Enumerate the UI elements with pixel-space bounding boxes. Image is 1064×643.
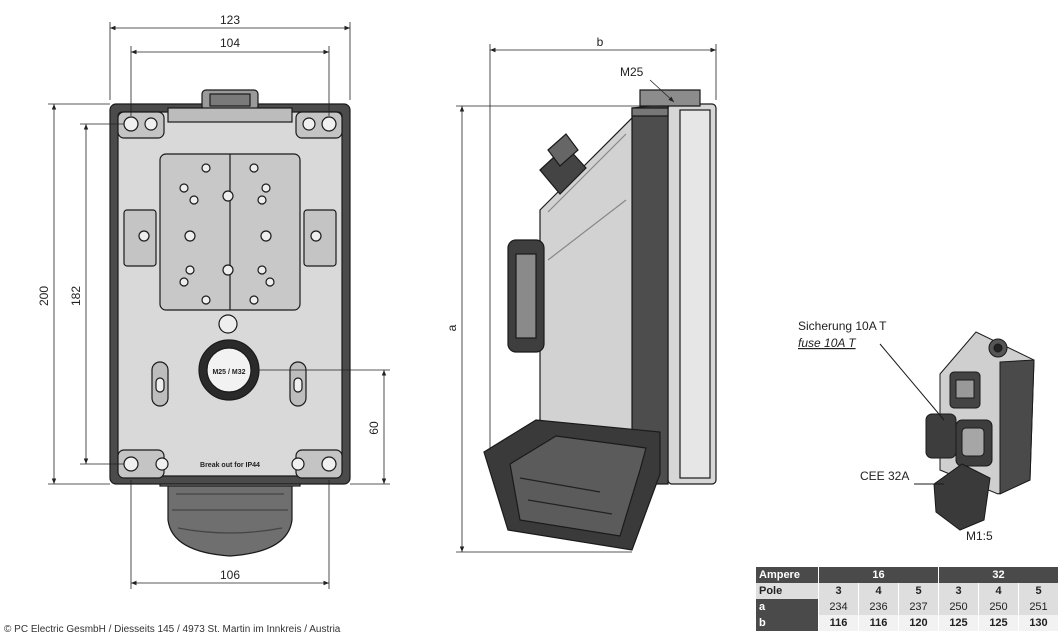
iso-view — [879, 331, 1035, 531]
spec-table: Ampere 16 32 Pole 3 4 5 3 4 5 a 234 236 … — [756, 567, 1059, 631]
front-knockout-text: Break out for IP44 — [200, 462, 260, 469]
side-dimensions — [456, 44, 717, 553]
spec-cell: 116 — [818, 615, 859, 631]
front-small-hole — [218, 314, 238, 334]
front-top-gland — [167, 89, 293, 123]
spec-cell: 125 — [978, 615, 1019, 631]
spec-cell: 5 — [898, 583, 939, 599]
spec-cell: 250 — [978, 599, 1019, 615]
spec-cell: 250 — [938, 599, 979, 615]
spec-header-label: Ampere — [756, 567, 819, 583]
front-mounting-holes — [117, 111, 343, 479]
front-cable-entry — [198, 339, 260, 401]
dim-104: 104 — [220, 36, 240, 50]
spec-cell: 3 — [938, 583, 979, 599]
spec-cell: 3 — [818, 583, 859, 599]
iso-side-frame — [999, 359, 1035, 495]
fuse-leader — [879, 343, 945, 421]
copyright-footer: © PC Electric GesmbH / Diesseits 145 / 4… — [4, 624, 341, 635]
fuse-label-en: fuse 10A T — [798, 336, 857, 350]
scale-label: M1:5 — [966, 529, 993, 543]
dim-182: 182 — [69, 286, 83, 306]
dim-200: 200 — [37, 286, 51, 306]
front-gland-text: M25 / M32 — [212, 369, 245, 376]
dim-60: 60 — [367, 421, 381, 435]
spec-row-label: Pole — [756, 583, 819, 599]
dim-123: 123 — [220, 13, 240, 27]
spec-row-pole: Pole 3 4 5 3 4 5 — [756, 583, 1059, 599]
spec-cell: 130 — [1018, 615, 1059, 631]
front-dimensions — [48, 22, 390, 589]
spec-header-group-2: 32 — [938, 567, 1059, 583]
spec-cell: 125 — [938, 615, 979, 631]
spec-row-label: b — [756, 615, 819, 631]
dim-b: b — [597, 35, 604, 49]
spec-header-group-1: 16 — [818, 567, 939, 583]
spec-row-a: a 234 236 237 250 250 251 — [756, 599, 1059, 615]
dim-a: a — [445, 324, 459, 331]
dim-106: 106 — [220, 568, 240, 582]
side-gland-label: M25 — [620, 65, 644, 79]
side-view — [483, 89, 717, 551]
spec-row-label: a — [756, 599, 819, 615]
side-frame — [631, 103, 669, 485]
front-view — [109, 89, 351, 557]
socket-label: CEE 32A — [860, 469, 909, 483]
side-switch — [539, 133, 587, 195]
spec-cell: 4 — [978, 583, 1019, 599]
side-cee-socket — [483, 419, 661, 551]
side-fuse-socket — [507, 239, 545, 353]
spec-header-row: Ampere 16 32 — [756, 567, 1059, 583]
spec-cell: 4 — [858, 583, 899, 599]
spec-cell: 236 — [858, 599, 899, 615]
spec-cell: 120 — [898, 615, 939, 631]
spec-cell: 5 — [1018, 583, 1059, 599]
spec-cell: 251 — [1018, 599, 1059, 615]
iso-fuse-socket — [925, 413, 957, 459]
front-din-plate — [159, 153, 301, 311]
spec-row-b: b 116 116 120 125 125 130 — [756, 615, 1059, 631]
fuse-label-de: Sicherung 10A T — [798, 319, 887, 333]
spec-cell: 237 — [898, 599, 939, 615]
spec-cell: 234 — [818, 599, 859, 615]
iso-cee-plug — [933, 463, 991, 531]
spec-cell: 116 — [858, 615, 899, 631]
m25-leader — [649, 79, 675, 103]
front-socket-housing — [159, 477, 301, 557]
